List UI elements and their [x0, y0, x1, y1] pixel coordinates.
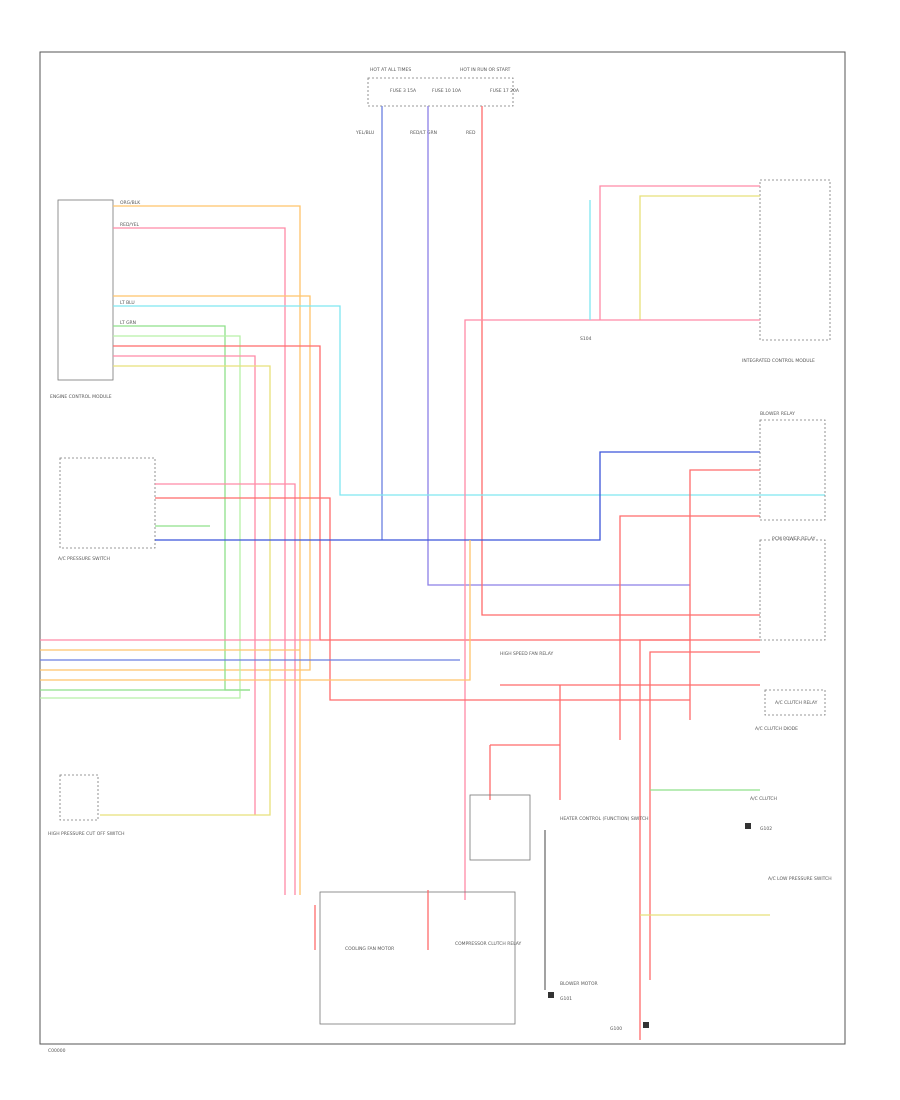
footer-code: C00000 [48, 1048, 66, 1054]
wire-red-pcm-2 [649, 651, 760, 980]
wire-violet-feed [427, 106, 690, 586]
wire-pink-acps [155, 483, 296, 895]
blower-relay-box [759, 419, 826, 521]
hi-blower-relay-label: HIGH SPEED FAN RELAY [500, 651, 554, 657]
mode-switch-label: HEATER CONTROL (FUNCTION) SWITCH [560, 816, 648, 822]
ground-g101-label: G101 [560, 996, 572, 1002]
wire-red-pcm [639, 639, 760, 1040]
blower-relay-label: BLOWER RELAY [760, 411, 795, 417]
low-pressure-switch-label: A/C LOW PRESSURE SWITCH [768, 876, 832, 882]
feed-label-2: RED/LT GRN [410, 130, 437, 136]
feed-label-3: RED [466, 130, 476, 136]
ground-icon-g100 [643, 1022, 649, 1028]
pcm-relay-box [759, 539, 826, 641]
wire-pink-ecm [113, 227, 286, 895]
wire-red-blower-2 [619, 515, 760, 740]
ground-g102-label: G102 [760, 826, 772, 832]
wire-pink-icm-2 [464, 319, 760, 900]
wire-red-acps [155, 497, 690, 701]
ac-clutch-relay-box [764, 689, 826, 716]
integrated-control-module-label: INTEGRATED CONTROL MODULE [742, 358, 815, 364]
fuse-box [367, 77, 514, 107]
wire-red-blower [689, 469, 760, 720]
hi-pressure-switch-label: HIGH PRESSURE CUT OFF SWITCH [48, 831, 125, 837]
blower-switch-box [469, 794, 531, 861]
ground-icon-g102 [745, 823, 751, 829]
engine-control-module-label: ENGINE CONTROL MODULE [50, 394, 112, 400]
blower-motor-label: BLOWER MOTOR [560, 981, 598, 987]
wire-yellow-icm [639, 195, 760, 320]
ac-pressure-switch-box [59, 457, 156, 549]
diode-label: A/C CLUTCH DIODE [755, 726, 798, 732]
engine-control-module-box [57, 199, 114, 381]
ground-g100-label: G100 [610, 1026, 622, 1032]
splice-label: S104 [580, 336, 592, 342]
wire-darkblue-acps [155, 451, 760, 541]
label-lt-blu: LT BLU [120, 300, 135, 306]
wire-yellow-ecm [100, 365, 271, 816]
wire-ltgreen-ecm [40, 335, 241, 699]
header-hot-at-all-times: HOT AT ALL TIMES [370, 67, 411, 73]
wire-pink-icm [599, 185, 760, 320]
wire-orange-ecm [113, 205, 301, 895]
wire-harness-orange-2 [40, 540, 471, 681]
hi-pressure-switch-box [59, 774, 99, 821]
fuse-label-3: FUSE 17 20A [490, 88, 520, 94]
wire-red-ecm [113, 345, 690, 641]
ac-pressure-switch-label: A/C PRESSURE SWITCH [58, 556, 110, 562]
pcm-relay-label: PCM POWER RELAY [772, 536, 816, 542]
diagram-frame [39, 51, 846, 1045]
label-lt-grn: LT GRN [120, 320, 136, 326]
compressor-relay-box [319, 891, 516, 1025]
wire-pink-ecm-2 [113, 355, 256, 815]
fuse-label-1: FUSE 3 15A [390, 88, 417, 94]
header-hot-in-run-start: HOT IN RUN OR START [460, 67, 511, 73]
wire-orange-ecm-2 [40, 295, 311, 671]
ac-clutch-relay-label: A/C CLUTCH RELAY [775, 700, 818, 706]
compressor-relay-label: COMPRESSOR CLUTCH RELAY [455, 941, 522, 947]
cooling-fan-label: COOLING FAN MOTOR [345, 946, 394, 952]
wire-green-ecm [113, 325, 250, 691]
integrated-control-module-box [759, 179, 831, 341]
wire-red-feed [481, 106, 760, 616]
wire-cyan-ecm [113, 305, 825, 496]
feed-label-1: YEL/BLU [355, 130, 374, 136]
label-org-blk: ORG/BLK [120, 200, 141, 206]
label-red-yel: RED/YEL [120, 222, 140, 228]
ac-clutch-label: A/C CLUTCH [750, 796, 777, 802]
ground-icon-g101 [548, 992, 554, 998]
fuse-label-2: FUSE 10 10A [432, 88, 462, 94]
